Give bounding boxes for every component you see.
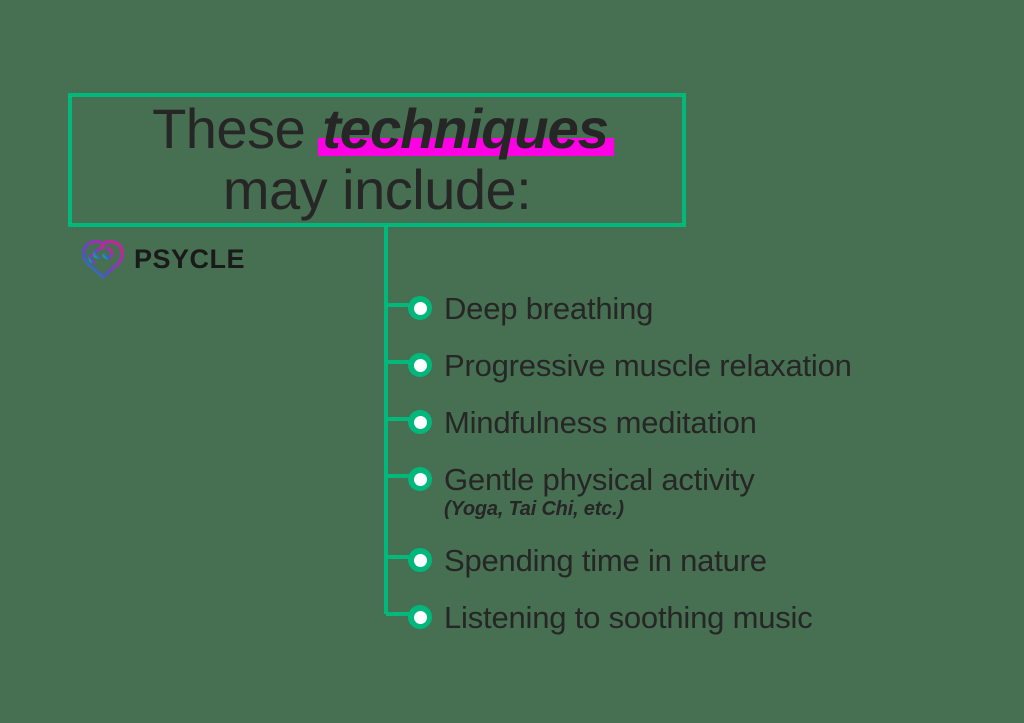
list-item[interactable]: Gentle physical activity (Yoga, Tai Chi,… xyxy=(408,462,755,520)
list-item[interactable]: Progressive muscle relaxation xyxy=(408,348,852,383)
bullet-icon xyxy=(408,353,432,377)
list-item-sublabel: (Yoga, Tai Chi, etc.) xyxy=(444,497,624,520)
list-item[interactable]: Deep breathing xyxy=(408,291,654,326)
list-item-label: Mindfulness meditation xyxy=(444,405,757,440)
heading-text: These techniques may include: xyxy=(72,97,682,223)
heading-box: These techniques may include: xyxy=(68,93,686,227)
list-item-label: Deep breathing xyxy=(444,291,654,326)
list-item-text: Spending time in nature xyxy=(444,543,767,578)
list-item-text: Listening to soothing music xyxy=(444,600,813,635)
heading-line-1: These techniques xyxy=(144,101,614,157)
bullet-icon xyxy=(408,605,432,629)
magenta-highlight-band xyxy=(318,138,614,156)
list-item-label: Listening to soothing music xyxy=(444,600,813,635)
list-item[interactable]: Mindfulness meditation xyxy=(408,405,757,440)
psycle-logo: PSYCLE xyxy=(80,238,245,280)
logo-wordmark: PSYCLE xyxy=(134,243,246,274)
list-item-label: Spending time in nature xyxy=(444,543,767,578)
list-item-label: Gentle physical activity xyxy=(444,462,755,497)
list-item-text: Progressive muscle relaxation xyxy=(444,348,852,383)
heading-highlight-word: techniques xyxy=(318,101,614,157)
list-item-label: Progressive muscle relaxation xyxy=(444,348,852,383)
heading-prefix: These xyxy=(152,97,306,161)
brain-gradient-icon xyxy=(82,240,124,279)
list-item-text: Mindfulness meditation xyxy=(444,405,757,440)
bullet-icon xyxy=(408,467,432,491)
heading-highlight-label: techniques xyxy=(322,97,609,161)
list-item-text: Gentle physical activity (Yoga, Tai Chi,… xyxy=(444,462,755,520)
heading-line-2: may include: xyxy=(222,158,532,221)
list-item-text: Deep breathing xyxy=(444,291,654,326)
bullet-icon xyxy=(408,296,432,320)
list-item[interactable]: Listening to soothing music xyxy=(408,600,813,635)
bullet-icon xyxy=(408,410,432,434)
bullet-icon xyxy=(408,548,432,572)
list-item[interactable]: Spending time in nature xyxy=(408,543,767,578)
